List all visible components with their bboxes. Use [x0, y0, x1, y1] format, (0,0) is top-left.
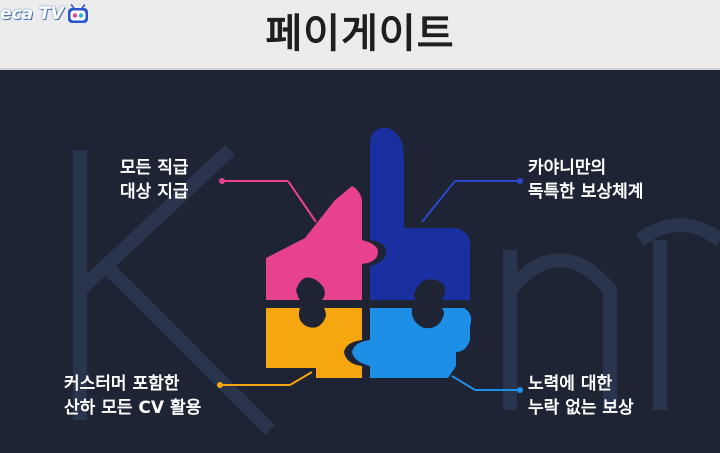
connector-bottom-left: [217, 371, 313, 388]
watermark-logo: [73, 144, 720, 435]
label-bottom-left: 커스터머 포함한 산하 모든 CV 활용: [64, 372, 201, 420]
label-bottom-right-line-2: 누락 없는 보상: [528, 398, 634, 418]
label-top-left-line-1: 모든 직급: [120, 158, 189, 178]
connector-top-right: [421, 178, 523, 223]
label-top-right-line-1: 카야니만의: [528, 158, 607, 178]
label-bottom-left-line-2: 산하 모든 CV 활용: [64, 398, 202, 418]
navy-puzzle-piece: [370, 127, 470, 301]
label-top-right-line-2: 독특한 보상체계: [528, 182, 644, 202]
tv-icon: [67, 4, 88, 23]
page-title: 페이게이트: [265, 11, 455, 57]
label-bottom-right: 노력에 대한 누락 없는 보상: [528, 372, 634, 420]
label-bottom-left-line-1: 커스터머 포함한: [64, 374, 180, 394]
sky-puzzle-piece: [352, 308, 472, 378]
label-top-left: 모든 직급 대상 지급: [120, 156, 188, 204]
logo-text: eca TV: [0, 4, 64, 24]
label-top-right: 카야니만의 독특한 보상체계: [528, 156, 643, 204]
pink-puzzle-piece: [266, 186, 378, 300]
channel-logo: eca TV: [0, 2, 89, 26]
yellow-puzzle-piece: [266, 308, 362, 378]
header-bar: eca TV 페이게이트: [0, 0, 720, 70]
label-top-left-line-2: 대상 지급: [120, 182, 189, 202]
label-bottom-right-line-1: 노력에 대한: [528, 374, 613, 394]
connector-bottom-right: [451, 375, 523, 393]
connector-top-left: [219, 178, 317, 223]
